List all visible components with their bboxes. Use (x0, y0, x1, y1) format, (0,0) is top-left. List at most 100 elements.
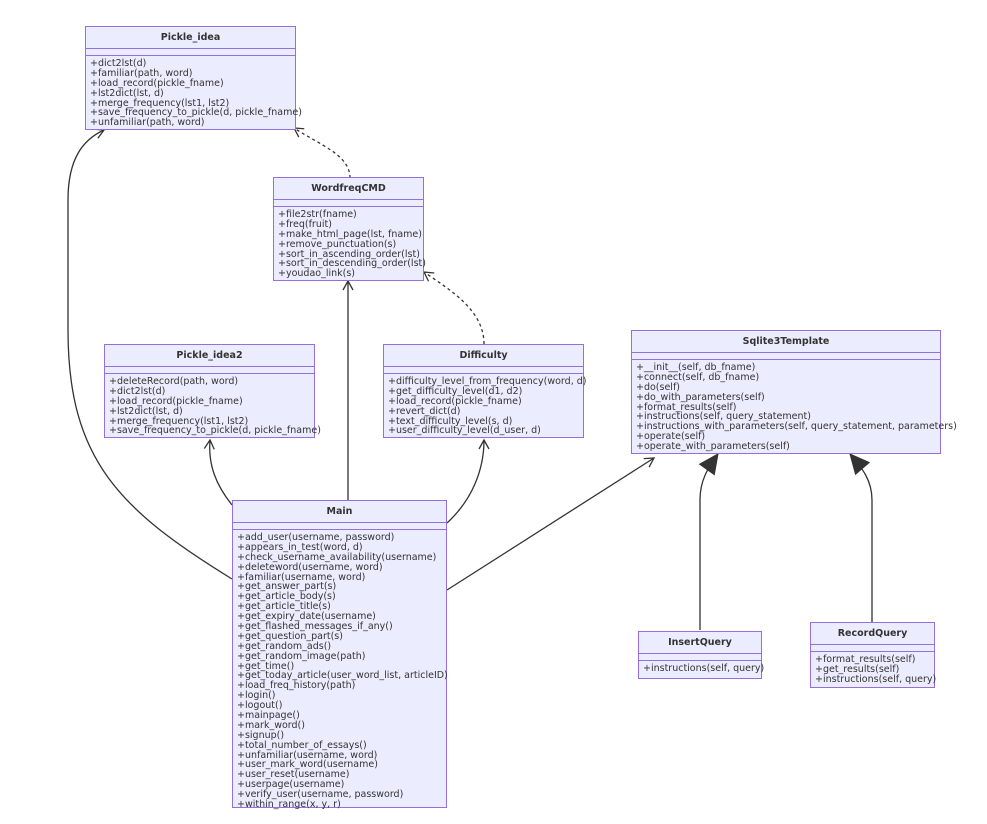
class-method: +appears_in_test(word, d) (237, 541, 363, 553)
edge-insertquery-sqlite3template (698, 453, 719, 630)
class-method: +revert_dict(d) (388, 405, 461, 417)
class-wordfreqcmd: WordfreqCMD +file2str(fname)+freq(fruit)… (273, 177, 426, 281)
class-method: +familiar(path, word) (90, 67, 193, 79)
class-methods: +file2str(fname)+freq(fruit)+make_html_p… (274, 207, 426, 280)
class-method: +mainpage() (237, 710, 300, 722)
class-method: +remove_punctuation(s) (278, 238, 397, 250)
class-methods: +__init__(self, db_fname)+connect(self, … (632, 360, 957, 453)
class-method: +signup() (237, 729, 285, 741)
class-method: +text_difficulty_level(s, d) (388, 415, 513, 427)
class-methods: +deleteRecord(path, word)+dict2lst(d)+lo… (105, 374, 321, 437)
class-method: +instructions_with_parameters(self, quer… (636, 421, 957, 433)
class-title: RecordQuery (811, 623, 934, 645)
class-method: +save_frequency_to_pickle(d, pickle_fnam… (109, 425, 321, 437)
class-attributes (632, 353, 940, 360)
edge-difficulty-wordfreqcmd (422, 271, 485, 345)
class-method: +total_number_of_essays() (237, 739, 367, 751)
class-title: Difficulty (384, 345, 583, 367)
edge-main-sqlite3template (446, 457, 656, 591)
class-method: +do_with_parameters(self) (636, 391, 765, 403)
class-attributes (639, 654, 761, 661)
edge-main-pickle-idea2 (203, 438, 233, 506)
class-method: +format_results(self) (636, 401, 737, 413)
class-method: +get_article_body(s) (237, 591, 336, 603)
class-method: +add_user(username, password) (237, 532, 395, 543)
class-method: +operate(self) (636, 431, 706, 443)
class-method: +deleteRecord(path, word) (109, 376, 239, 387)
class-method: +userpage(username) (237, 779, 345, 791)
class-method: +instructions(self, query_statement) (636, 411, 811, 423)
class-method: +get_article_title(s) (237, 601, 331, 613)
class-attributes (384, 367, 583, 374)
class-method: +deleteword(username, word) (237, 561, 383, 573)
class-attributes (86, 49, 295, 56)
class-method: +format_results(self) (815, 654, 916, 665)
class-method: +instructions(self, query) (815, 673, 937, 685)
class-method: +file2str(fname) (278, 209, 357, 220)
class-method: +sort_in_ascending_order(lst) (278, 248, 420, 260)
class-method: +load_record(pickle_fname) (109, 395, 243, 407)
class-method: +load_freq_history(path) (237, 680, 356, 692)
class-method: +logout() (237, 700, 283, 712)
class-method: +youdao_link(s) (278, 268, 355, 280)
class-difficulty: Difficulty +difficulty_level_from_freque… (383, 344, 587, 438)
class-methods: +difficulty_level_from_frequency(word, d… (384, 374, 587, 437)
class-attributes (274, 200, 423, 207)
class-method: +lst2dict(lst, d) (90, 87, 164, 99)
class-method: +save_frequency_to_pickle(d, pickle_fnam… (90, 107, 302, 119)
class-method: +sort_in_descending_order(lst) (278, 258, 426, 270)
class-attributes (811, 645, 934, 652)
edge-recordquery-sqlite3template (849, 453, 873, 622)
class-method: +get_flashed_messages_if_any() (237, 621, 393, 633)
class-methods: +dict2lst(d)+familiar(path, word)+load_r… (86, 56, 302, 129)
class-method: +get_answer_part(s) (237, 581, 337, 593)
class-method: +lst2dict(lst, d) (109, 405, 183, 417)
class-method: +dict2lst(d) (109, 385, 166, 397)
class-method: +familiar(username, word) (237, 571, 366, 583)
class-method: +login() (237, 690, 276, 702)
class-method: +dict2lst(d) (90, 58, 147, 69)
class-method: +freq(fruit) (278, 218, 332, 230)
class-method: +merge_frequency(lst1, lst2) (109, 415, 249, 427)
class-method: +__init__(self, db_fname) (636, 362, 756, 373)
class-title: Main (233, 501, 446, 523)
class-title: Pickle_idea2 (105, 345, 314, 367)
class-pickle-idea: Pickle_idea +dict2lst(d)+familiar(path, … (85, 26, 302, 130)
class-method: +get_expiry_date(username) (237, 611, 376, 623)
class-main: Main +add_user(username, password)+appea… (232, 500, 448, 811)
class-methods: +instructions(self, query) (639, 661, 765, 674)
class-pickle-idea2: Pickle_idea2 +deleteRecord(path, word)+d… (104, 344, 321, 438)
class-method: +get_results(self) (815, 663, 900, 675)
class-method: +user_reset(username) (237, 769, 350, 781)
class-methods: +format_results(self)+get_results(self)+… (811, 652, 937, 685)
class-method: +make_html_page(lst, fname) (278, 228, 422, 240)
class-recordquery: RecordQuery +format_results(self)+get_re… (810, 622, 937, 688)
edge-wordfreqcmd-pickle-idea (292, 127, 351, 179)
class-sqlite3template: Sqlite3Template +__init__(self, db_fname… (631, 330, 957, 454)
class-method: +get_today_article(user_word_list, artic… (237, 670, 448, 682)
class-method: +do(self) (636, 381, 680, 393)
class-method: +unfamiliar(username, word) (237, 749, 378, 761)
class-method: +operate_with_parameters(self) (636, 441, 790, 453)
class-method: +instructions(self, query) (643, 663, 765, 674)
class-method: +unfamiliar(path, word) (90, 117, 205, 129)
class-title: Pickle_idea (86, 27, 295, 49)
class-attributes (233, 523, 446, 530)
class-method: +check_username_availability(username) (237, 551, 437, 563)
class-method: +difficulty_level_from_frequency(word, d… (388, 376, 587, 387)
class-methods: +add_user(username, password)+appears_in… (233, 530, 448, 811)
class-title: WordfreqCMD (274, 178, 423, 200)
class-method: +mark_word() (237, 719, 305, 731)
class-insertquery: InsertQuery +instructions(self, query) (638, 631, 765, 679)
class-method: +get_random_ads() (237, 640, 332, 652)
class-method: +user_mark_word(username) (237, 759, 378, 771)
class-method: +get_question_part(s) (237, 630, 343, 642)
class-method: +within_range(x, y, r) (237, 799, 341, 811)
edge-main-difficulty (446, 438, 490, 524)
class-method: +user_difficulty_level(d_user, d) (388, 425, 541, 437)
class-method: +load_record(pickle_fname) (388, 395, 522, 407)
class-method: +load_record(pickle_fname) (90, 77, 224, 89)
class-method: +get_time() (237, 660, 295, 672)
class-attributes (105, 367, 314, 374)
